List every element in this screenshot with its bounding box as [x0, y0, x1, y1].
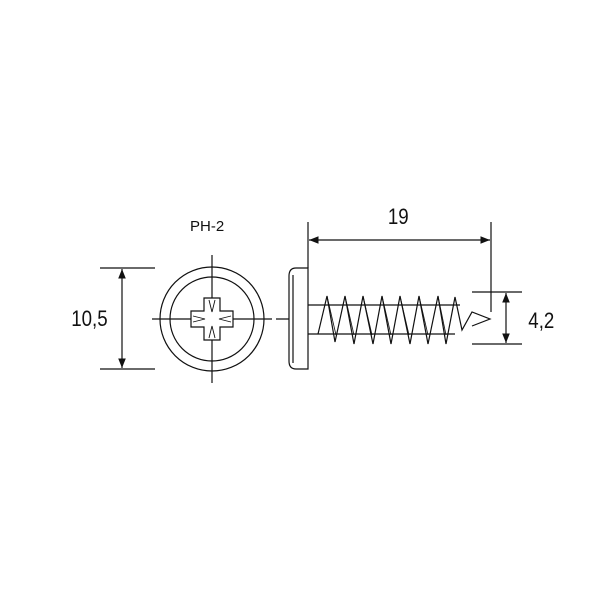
screw-side-view [276, 267, 492, 370]
thread-diameter-dimension [472, 291, 522, 345]
length-dimension [307, 222, 492, 312]
thread-diameter-label: 4,2 [528, 308, 555, 333]
drive-type-label: PH-2 [190, 218, 225, 235]
phillips-cross-icon [190, 297, 234, 341]
head-top-view [152, 255, 272, 383]
length-label: 19 [387, 204, 409, 229]
head-diameter-dimension [100, 267, 155, 370]
head-diameter-label: 10,5 [71, 306, 108, 331]
